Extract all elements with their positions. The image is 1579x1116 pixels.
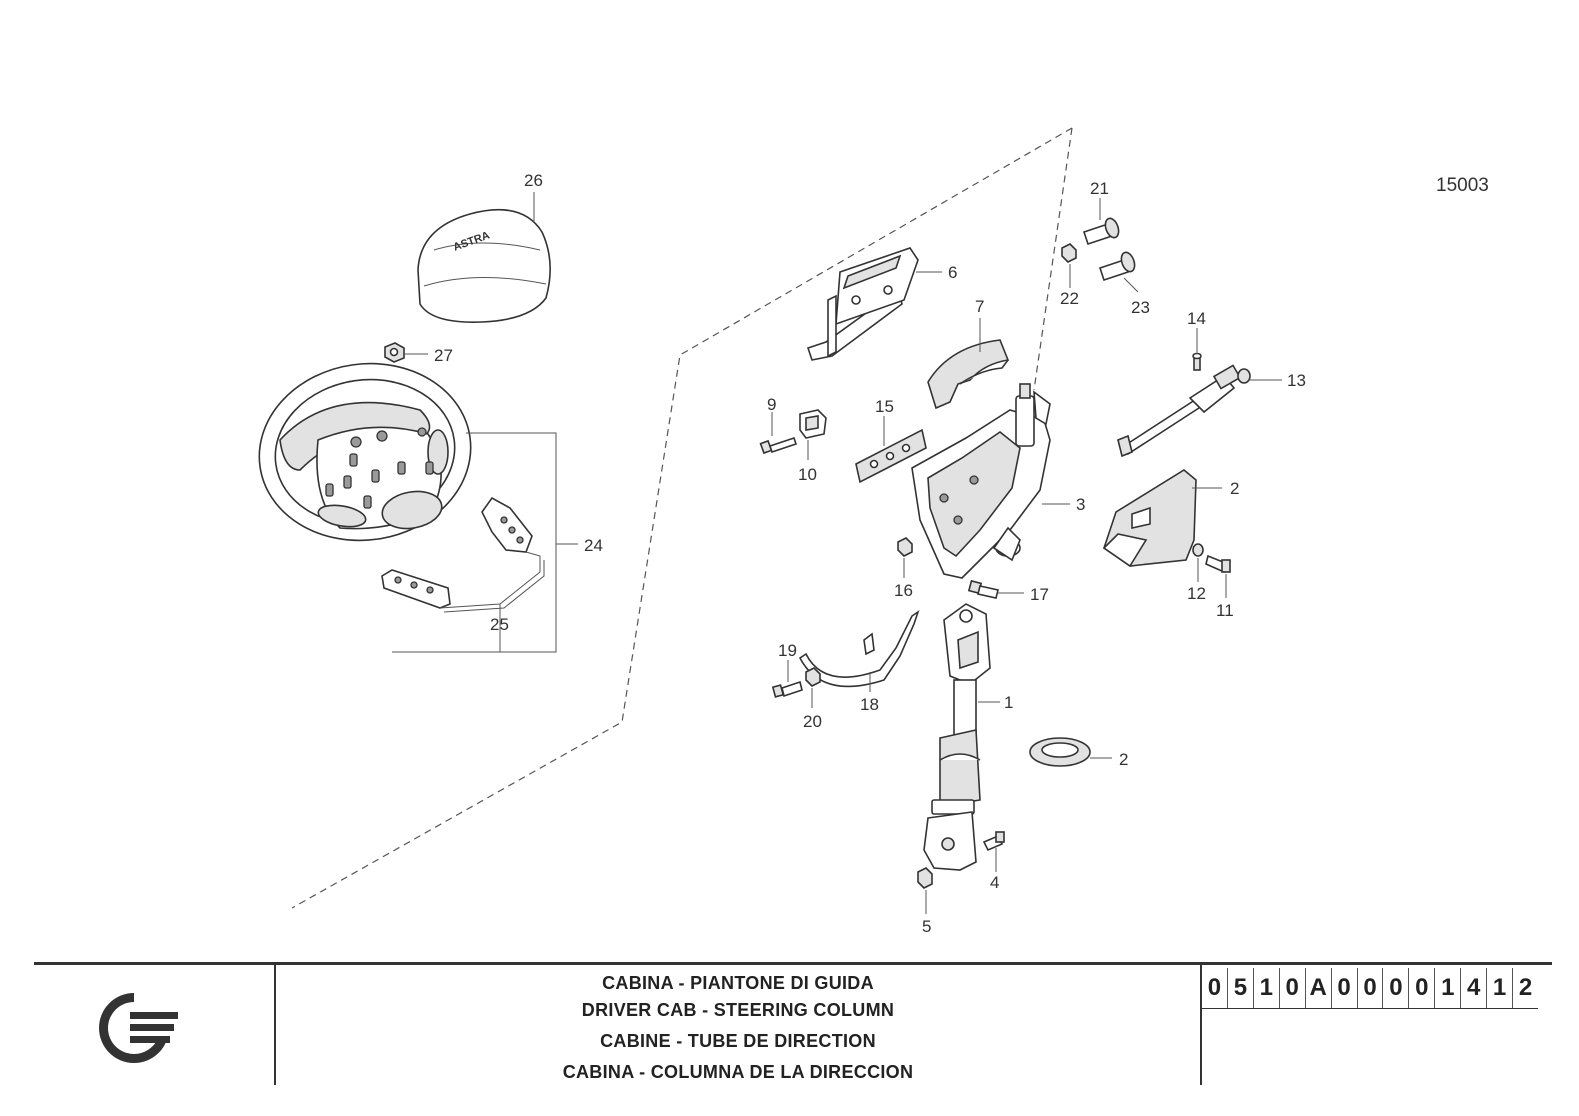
nut-22-part[interactable] (1061, 243, 1077, 263)
callout-1: 1 (1004, 693, 1013, 712)
leader-23 (1123, 277, 1139, 293)
mounting-plate-part[interactable] (855, 428, 927, 484)
code-char: 4 (1460, 968, 1486, 1008)
callout-27: 27 (434, 346, 453, 365)
steering-column-support-part[interactable] (911, 383, 1051, 579)
callout-9: 9 (767, 395, 776, 414)
callout-12: 12 (1187, 584, 1206, 603)
callout-5: 5 (922, 917, 931, 936)
nut-16-part[interactable] (897, 537, 913, 557)
bolt-17-part[interactable] (967, 579, 999, 599)
bracket-part[interactable] (806, 247, 919, 361)
callout-11: 11 (1216, 601, 1234, 620)
title-english: DRIVER CAB - STEERING COLUMN (581, 1000, 895, 1020)
title-spanish: CABINA - COLUMNA DE LA DIRECCION (562, 1062, 914, 1082)
steering-wheel-group-outline-edge (1033, 127, 1073, 391)
callout-2b: 2 (1119, 750, 1128, 769)
callout-25: 25 (490, 615, 509, 634)
steering-wheel-group-outline (291, 127, 1073, 909)
callout-6: 6 (948, 263, 957, 282)
callout-22: 22 (1060, 289, 1079, 308)
callout-24: 24 (584, 536, 603, 555)
adjustment-lever-part[interactable] (1117, 364, 1251, 458)
lower-shroud-part[interactable] (1102, 469, 1197, 568)
code-char: 1 (1252, 968, 1279, 1008)
code-char: 1 (1434, 968, 1460, 1008)
bolt-4-part[interactable] (982, 831, 1005, 852)
callout-2a: 2 (1230, 479, 1239, 498)
leader-24 (392, 432, 557, 653)
code-char: 2 (1512, 968, 1538, 1008)
callout-3: 3 (1076, 495, 1085, 514)
remote-control-switch-part[interactable] (381, 496, 545, 613)
code-char: 0 (1278, 968, 1305, 1008)
bolt-9-part[interactable] (759, 436, 798, 455)
callout-10: 10 (798, 465, 817, 484)
callout-15: 15 (875, 397, 894, 416)
horn-pad-part[interactable]: ASTRA (417, 208, 551, 323)
steering-wheel-part[interactable] (248, 350, 482, 554)
steering-wheel-nut-part[interactable] (384, 342, 405, 363)
washer-12-part[interactable] (1192, 543, 1204, 557)
upper-cover-part[interactable] (927, 339, 1010, 410)
bolt-19-part[interactable] (771, 680, 803, 698)
grommet-part[interactable] (1029, 737, 1091, 767)
callout-23: 23 (1131, 298, 1150, 317)
title-italian: CABINA - PIANTONE DI GUIDA (602, 973, 874, 993)
code-char: 0 (1207, 974, 1222, 1001)
clip-part[interactable] (799, 409, 827, 439)
nut-5-part[interactable] (917, 867, 933, 889)
title-french: CABINE - TUBE DE DIRECTION (600, 1031, 876, 1051)
callout-7: 7 (975, 297, 984, 316)
steering-shaft-part[interactable] (923, 603, 991, 871)
code-char: 0 (1356, 968, 1383, 1008)
callout-20: 20 (803, 712, 822, 731)
company-logo-icon (99, 988, 184, 1063)
nut-20-part[interactable] (805, 667, 821, 687)
code-char: 5 (1226, 968, 1253, 1008)
drawing-code: 0 5 1 0 A 0 0 0 0 1 4 1 2 (1202, 968, 1538, 1009)
bolt-21-part[interactable] (1082, 217, 1121, 246)
callout-19: 19 (778, 641, 797, 660)
title-block-top-border (34, 962, 1552, 965)
title-block: CABINA - PIANTONE DI GUIDA DRIVER CAB - … (34, 962, 1552, 1116)
title-block-divider-left (274, 965, 276, 1085)
callout-26: 26 (524, 171, 543, 190)
bolt-23-part[interactable] (1098, 251, 1137, 282)
code-char: A (1304, 968, 1331, 1008)
screw-11-part[interactable] (1205, 554, 1231, 574)
callout-21: 21 (1090, 179, 1109, 198)
drawing-reference-number: 15003 (1436, 175, 1489, 196)
callout-18: 18 (860, 695, 879, 714)
code-char: 0 (1408, 968, 1434, 1008)
callout-4: 4 (990, 873, 999, 892)
callout-14: 14 (1187, 309, 1206, 328)
callout-13: 13 (1287, 371, 1306, 390)
drawing-titles: CABINA - PIANTONE DI GUIDA DRIVER CAB - … (276, 970, 1200, 1086)
title-block-divider-right (1200, 965, 1202, 1085)
callout-16: 16 (894, 581, 913, 600)
code-char: 1 (1486, 968, 1512, 1008)
callout-17: 17 (1030, 585, 1049, 604)
code-char: 0 (1382, 968, 1408, 1008)
exploded-parts-diagram: 15003 ASTRA (248, 127, 1489, 936)
screw-14-part[interactable] (1192, 352, 1202, 371)
code-char: 0 (1330, 968, 1357, 1008)
